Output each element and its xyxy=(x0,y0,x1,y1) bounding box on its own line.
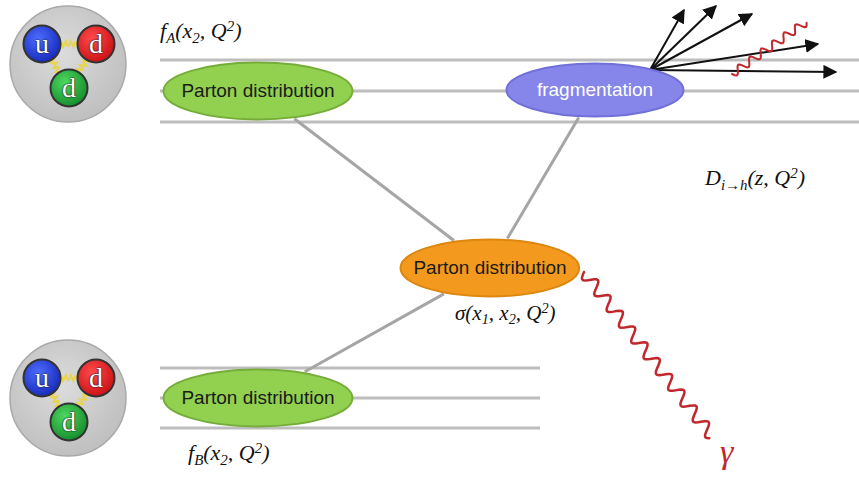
distribution-function-label: fB(x2, Q2) xyxy=(188,440,270,470)
label-anchor: γ xyxy=(720,432,733,473)
node-text: Parton distribution xyxy=(181,80,334,102)
formula-part: f xyxy=(160,18,166,43)
beam-line xyxy=(160,367,540,370)
formula-part: D xyxy=(705,165,721,190)
parton-distribution-ellipse-shape xyxy=(164,370,353,427)
quark-circle: d xyxy=(49,402,89,442)
node-text-group: fragmentation xyxy=(537,79,653,101)
node-text-group: d xyxy=(62,406,76,438)
node-text-group: u xyxy=(35,28,49,60)
connector-line xyxy=(305,294,444,372)
formula-part: (x xyxy=(203,440,220,465)
formula-part: , Q xyxy=(228,440,255,465)
hadron-arrow xyxy=(650,44,818,70)
formula-part: f xyxy=(188,440,194,465)
formula-subscript: i→h xyxy=(721,177,748,193)
label-anchor: Di→h(z, Q2) xyxy=(705,165,805,195)
quark-circle-shape xyxy=(24,360,61,397)
node-text: u xyxy=(35,362,49,394)
quark-circle-shape xyxy=(24,26,61,63)
formula-superscript: 2 xyxy=(255,440,262,456)
formula-subscript: A xyxy=(166,30,175,46)
quark-circle-shape xyxy=(78,26,115,63)
formula-subscript: 2 xyxy=(192,30,199,46)
node-text: d xyxy=(62,72,76,104)
wave-lines xyxy=(40,23,806,438)
fragmentation-ellipse-shape xyxy=(507,64,684,117)
node-text-group: u xyxy=(35,362,49,394)
quark-circle-shape xyxy=(78,360,115,397)
formula-subscript: 2 xyxy=(509,311,516,327)
formula-superscript: 2 xyxy=(227,18,234,34)
beam-line xyxy=(160,121,859,124)
photon-label: γ xyxy=(720,432,733,473)
connector-line xyxy=(294,119,454,241)
node-text: fragmentation xyxy=(537,79,653,101)
beam-line xyxy=(160,59,859,62)
formula-part: , Q xyxy=(200,18,227,43)
node-text-group: Parton distribution xyxy=(413,257,566,279)
formula-part: , x xyxy=(489,301,509,325)
node-text-group: d xyxy=(89,362,103,394)
node-text: u xyxy=(35,28,49,60)
quark-circle: d xyxy=(76,358,116,398)
node-text: Parton distribution xyxy=(413,257,566,279)
node-text-group: Parton distribution xyxy=(181,387,334,409)
formula-part: ) xyxy=(798,165,805,190)
beam-lines xyxy=(160,60,859,428)
formula-subscript: 2 xyxy=(220,452,227,468)
formula-part: (z, Q xyxy=(747,165,790,190)
node-text-group: Parton distribution xyxy=(181,80,334,102)
formula-part: , Q xyxy=(516,301,542,325)
photon-wave xyxy=(582,272,709,438)
quark-circle-shape xyxy=(51,404,88,441)
parton-distribution-ellipse-shape xyxy=(164,63,353,120)
fragmentation-function-label: Di→h(z, Q2) xyxy=(705,165,805,195)
quark-circle: u xyxy=(22,358,62,398)
fragmentation-ellipse: fragmentation xyxy=(505,62,685,118)
hadron-arrow xyxy=(650,70,836,72)
node-text: d xyxy=(89,362,103,394)
node-text: d xyxy=(89,28,103,60)
parton-distribution-ellipse: Parton distribution xyxy=(162,368,354,428)
formula-part: γ xyxy=(720,433,733,470)
node-text-group: d xyxy=(89,28,103,60)
proton-circle xyxy=(10,6,126,122)
label-anchor: fB(x2, Q2) xyxy=(188,440,270,470)
formula-subscript: 1 xyxy=(482,311,489,327)
formula-part: ) xyxy=(262,440,269,465)
node-text: Parton distribution xyxy=(181,387,334,409)
connector-line xyxy=(507,118,578,239)
hard-scattering-ellipse-shape xyxy=(401,240,580,297)
label-anchor: fA(x2, Q2) xyxy=(160,18,242,48)
quark-circle: d xyxy=(49,68,89,108)
label-anchor: σ(x1, x2, Q2) xyxy=(455,300,556,328)
node-text-group: d xyxy=(62,72,76,104)
quark-circle-shape xyxy=(51,70,88,107)
quark-circle: d xyxy=(76,24,116,64)
formula-superscript: 2 xyxy=(790,165,797,181)
distribution-function-label: fA(x2, Q2) xyxy=(160,18,242,48)
photon-wave xyxy=(732,23,807,76)
hadron-arrows xyxy=(650,6,836,72)
formula-part: ) xyxy=(234,18,241,43)
formula-part: ) xyxy=(549,301,556,325)
proton-circle xyxy=(10,340,126,456)
formula-part: σ(x xyxy=(455,301,482,325)
quark-circle: u xyxy=(22,24,62,64)
hard-scattering-ellipse: Parton distribution xyxy=(399,238,581,298)
beam-line xyxy=(160,427,540,430)
formula-part: (x xyxy=(175,18,192,43)
parton-distribution-ellipse: Parton distribution xyxy=(162,61,354,121)
formula-superscript: 2 xyxy=(541,300,548,316)
node-text: d xyxy=(62,406,76,438)
cross-section-label: σ(x1, x2, Q2) xyxy=(455,300,556,328)
formula-subscript: B xyxy=(194,452,203,468)
